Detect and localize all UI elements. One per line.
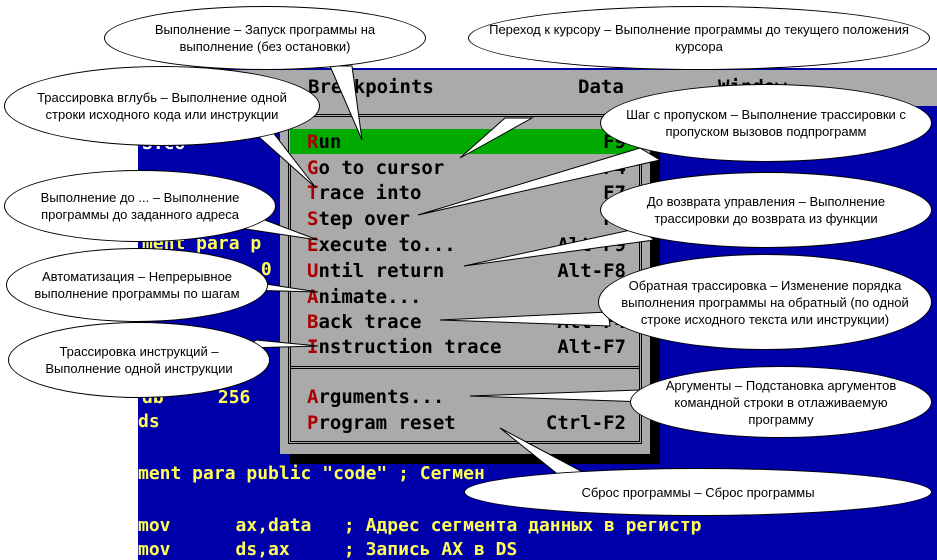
pointer-step — [417, 147, 662, 216]
menu-item-run[interactable]: Run F9 — [290, 129, 640, 154]
menu-item-until-return[interactable]: Until return Alt-F8 — [307, 260, 626, 282]
menu-item-animate[interactable]: Animate... — [307, 286, 422, 308]
callout-until-return: До возврата управления – Выполнение трас… — [600, 172, 932, 248]
callout-arguments: Аргументы – Подстановка аргументов коман… — [630, 366, 932, 438]
code-line: mov ax,data ; Адрес сегмента данных в ре… — [138, 515, 702, 536]
pointer-goto — [459, 117, 534, 159]
callout-execute-to: Выполнение до ... – Выполнение программы… — [4, 170, 276, 242]
pointer-until — [463, 227, 656, 267]
code-line: ds — [138, 411, 160, 432]
pointer-args — [469, 389, 647, 403]
callout-go-to-cursor: Переход к курсору – Выполнение программы… — [468, 6, 930, 70]
callout-back-trace: Обратная трассировка – Изменение порядка… — [598, 254, 932, 350]
pointer-run — [329, 65, 363, 141]
menu-item-arguments[interactable]: Arguments... — [307, 386, 445, 408]
menu-data[interactable]: Data — [578, 76, 624, 98]
callout-run: Выполнение – Запуск программы на выполне… — [104, 6, 426, 70]
menu-item-trace-into[interactable]: Trace into F7 — [307, 182, 626, 204]
menu-item-execute-to[interactable]: Execute to... Alt-F9 — [307, 234, 626, 256]
menu-item-instruction-trace[interactable]: Instruction trace Alt-F7 — [307, 336, 626, 358]
menu-item-program-reset[interactable]: Program reset Ctrl-F2 — [307, 412, 626, 434]
callout-trace-into: Трассировка вглубь – Выполнение одной ст… — [4, 66, 320, 146]
callout-step-over: Шаг с пропуском – Выполнение трассировки… — [600, 84, 932, 162]
code-line: ment para public "code" ; Сегмен — [138, 463, 485, 484]
code-line: mov ds,ax ; Запись AX в DS — [138, 539, 518, 560]
menu-separator — [291, 366, 639, 369]
callout-program-reset: Сброс программы – Сброс программы — [464, 468, 932, 516]
callout-instruction-trace: Трассировка инструкций – Выполнение одно… — [8, 322, 270, 398]
pointer-back — [439, 311, 611, 327]
callout-animate: Автоматизация – Непрерывное выполнение п… — [6, 248, 268, 322]
